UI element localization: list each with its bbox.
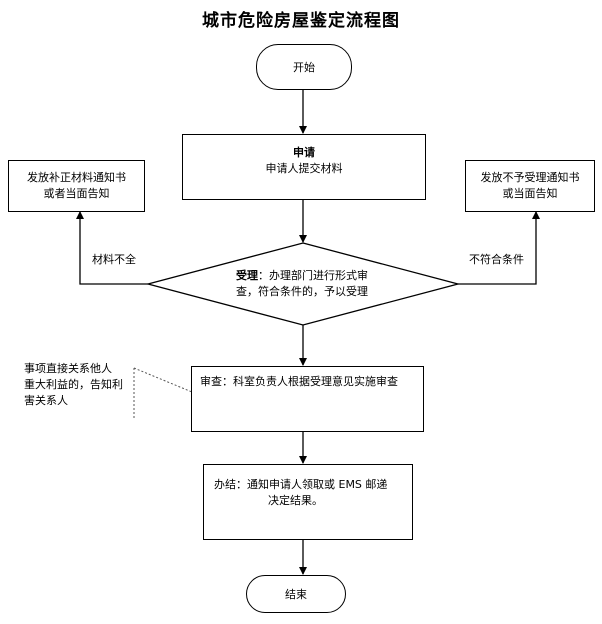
accept-title: 受理 <box>236 269 258 282</box>
review-node: 审查：科室负责人根据受理意见实施审查 <box>191 366 424 432</box>
supplement-notice-node: 发放补正材料通知书 或者当面告知 <box>8 160 145 212</box>
edge-label-incomplete: 材料不全 <box>92 253 136 266</box>
review-text: 审查：科室负责人根据受理意见实施审查 <box>200 375 398 388</box>
annotation-line-1: 事项直接关系他人 <box>24 362 112 375</box>
reject-notice-node: 发放不予受理通知书 或当面告知 <box>465 160 595 212</box>
annotation-connector <box>133 367 193 393</box>
end-node: 结束 <box>246 575 346 613</box>
edge-label-not-eligible: 不符合条件 <box>469 253 524 266</box>
accept-body-line-2: 查，符合条件的，予以受理 <box>236 285 368 298</box>
conclude-node: 办结：通知申请人领取或 EMS 邮递 决定结果。 <box>203 464 413 540</box>
supplement-notice-line-1: 发放补正材料通知书 <box>27 171 126 184</box>
reject-notice-line-2: 或当面告知 <box>502 187 558 200</box>
end-label: 结束 <box>285 588 307 601</box>
accept-body-line-1: ：办理部门进行形式审 <box>258 269 368 282</box>
stakeholder-annotation: 事项直接关系他人 重大利益的，告知利 害关系人 <box>24 361 128 409</box>
apply-body: 申请人提交材料 <box>265 162 343 175</box>
apply-title: 申请 <box>293 146 315 159</box>
supplement-notice-line-2: 或者当面告知 <box>43 187 110 200</box>
arrow-not-eligible-branch <box>458 211 540 285</box>
annotation-line-3: 害关系人 <box>24 394 68 407</box>
arrow-incomplete-branch <box>76 211 148 285</box>
accept-node-text: 受理：办理部门进行形式审 查，符合条件的，予以受理 <box>212 268 392 300</box>
apply-node: 申请 申请人提交材料 <box>182 134 426 200</box>
annotation-line-2: 重大利益的，告知利 <box>24 378 123 391</box>
conclude-line-2: 决定结果。 <box>268 494 323 507</box>
start-label: 开始 <box>293 61 315 74</box>
reject-notice-line-1: 发放不予受理通知书 <box>480 171 580 184</box>
start-node: 开始 <box>256 44 352 90</box>
page-title: 城市危险房屋鉴定流程图 <box>202 11 400 31</box>
conclude-line-1: 办结：通知申请人领取或 EMS 邮递 <box>214 478 388 491</box>
